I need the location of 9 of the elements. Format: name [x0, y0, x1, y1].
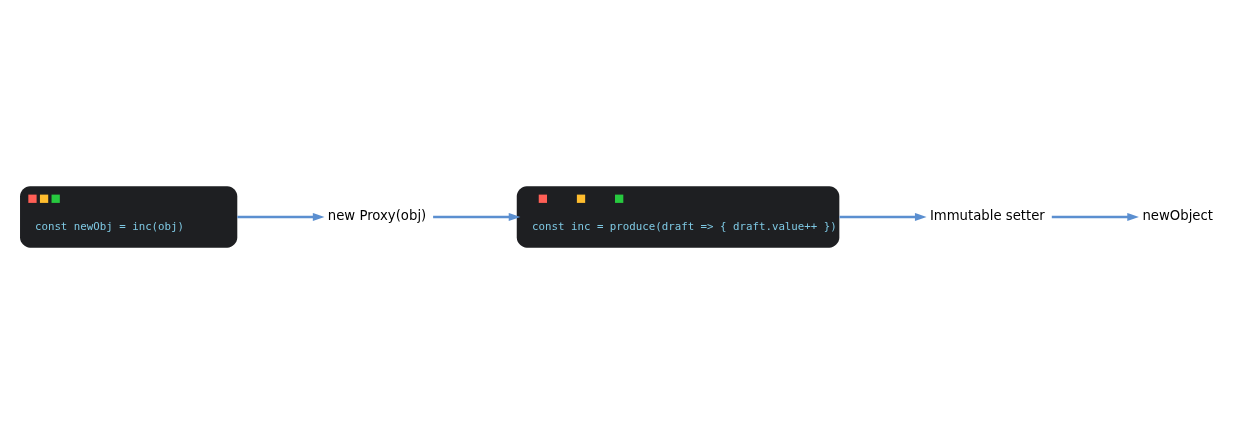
node-text: Immutable setter: [929, 207, 1045, 223]
node-box: const newObj = inc(obj): [20, 185, 238, 248]
arrow: [237, 212, 325, 221]
arrow: [433, 212, 521, 221]
arrow: [839, 212, 927, 221]
node-box: const inc = produce(draft => { draft.value++ }): [516, 185, 840, 248]
node-text: new Proxy(obj): [327, 207, 427, 223]
arrow: [1051, 212, 1139, 221]
node-text: newObject: [1142, 207, 1213, 223]
